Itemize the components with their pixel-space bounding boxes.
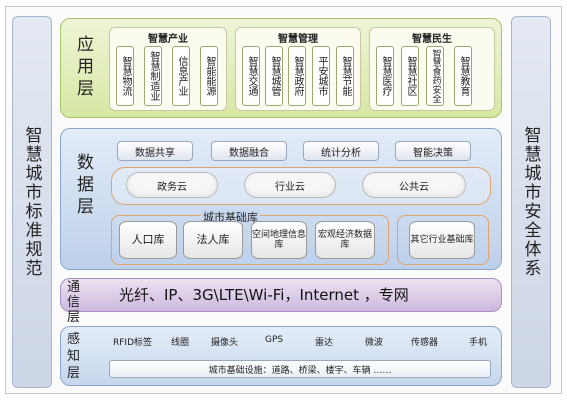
security-label: 智慧城市安全体系 — [520, 126, 541, 278]
communication-layer: 通信层 光纤、IP、3G\LTE\Wi-Fi，Internet ，专网 — [60, 278, 502, 325]
database-cylinder: 法人库 — [183, 221, 243, 259]
database-cylinder: 空间地理信息库 — [251, 221, 307, 259]
sensor-item: 微波 — [365, 338, 384, 348]
app-item: 智能能源 — [200, 46, 218, 106]
group-title: 智慧产业 — [148, 34, 188, 45]
database-cylinder: 其它行业基础库 — [409, 221, 475, 259]
application-layer-title: 应用层 — [73, 35, 93, 101]
city-infrastructure-bar: 城市基础设施：道路、桥梁、楼宇、车辆 …… — [109, 360, 491, 378]
app-item: 智慧物流 — [116, 46, 134, 106]
sensor-item: 手机 — [469, 338, 488, 348]
database-cylinder: 人口库 — [119, 221, 177, 259]
data-layer-title: 数据层 — [73, 153, 93, 219]
app-item: 智慧教育 — [454, 46, 472, 106]
cloud-icon: 行业云 — [244, 172, 336, 198]
sensor-item: 传感器 — [411, 338, 439, 348]
app-item: 平安城市 — [312, 46, 330, 106]
app-item: 智慧食药安全 — [426, 46, 444, 106]
app-item: 智慧制造业 — [144, 46, 162, 106]
app-item: 智慧节能 — [336, 46, 354, 106]
sensor-item: GPS — [265, 335, 284, 345]
cloud-icon: 公共云 — [362, 172, 466, 198]
app-item: 智慧政府 — [288, 46, 306, 106]
sensing-layer-title: 感知层 — [67, 332, 81, 381]
communication-layer-title: 通信层 — [67, 280, 81, 325]
app-item: 智慧医疗 — [376, 46, 394, 106]
app-item: 智慧交通 — [242, 46, 260, 106]
sensing-layer: 感知层 RFID标签 线圈 摄像头 GPS 雷达 微波 传感器 手机 城市基础设… — [60, 326, 502, 386]
group-livelihood: 智慧民生 智慧医疗 智慧社区 智慧食药安全 智慧教育 — [369, 27, 495, 111]
function-box: 数据融合 — [211, 141, 287, 161]
function-box: 统计分析 — [303, 141, 379, 161]
app-item: 智慧社区 — [401, 46, 419, 106]
data-layer: 数据层 数据共享 数据融合 统计分析 智能决策 政务云 行业云 公共云 城市基础… — [60, 128, 502, 270]
standards-column: 智慧城市标准规范 — [12, 16, 52, 388]
communication-technologies: 光纤、IP、3G\LTE\Wi-Fi，Internet ，专网 — [119, 286, 409, 304]
sensor-item: 雷达 — [315, 338, 334, 348]
standards-label: 智慧城市标准规范 — [21, 126, 42, 278]
app-item: 智慧城管 — [265, 46, 283, 106]
group-industry: 智慧产业 智慧物流 智慧制造业 信息产业 智能能源 — [109, 27, 227, 111]
group-title: 智慧管理 — [278, 34, 318, 45]
app-item: 信息产业 — [172, 46, 190, 106]
database-cylinder: 宏观经济数据库 — [315, 221, 375, 259]
function-box: 数据共享 — [117, 141, 193, 161]
application-layer: 应用层 智慧产业 智慧物流 智慧制造业 信息产业 智能能源 智慧管理 智慧交通 … — [60, 18, 502, 118]
cloud-icon: 政务云 — [126, 172, 218, 198]
group-management: 智慧管理 智慧交通 智慧城管 智慧政府 平安城市 智慧节能 — [235, 27, 361, 111]
sensor-item: 摄像头 — [211, 338, 239, 348]
security-column: 智慧城市安全体系 — [511, 16, 551, 388]
other-database-group — [397, 215, 489, 265]
sensor-item: RFID标签 — [113, 338, 153, 348]
function-box: 智能决策 — [395, 141, 471, 161]
group-title: 智慧民生 — [412, 34, 452, 45]
sensor-item: 线圈 — [171, 338, 190, 348]
cloud-group: 政务云 行业云 公共云 — [111, 167, 491, 205]
